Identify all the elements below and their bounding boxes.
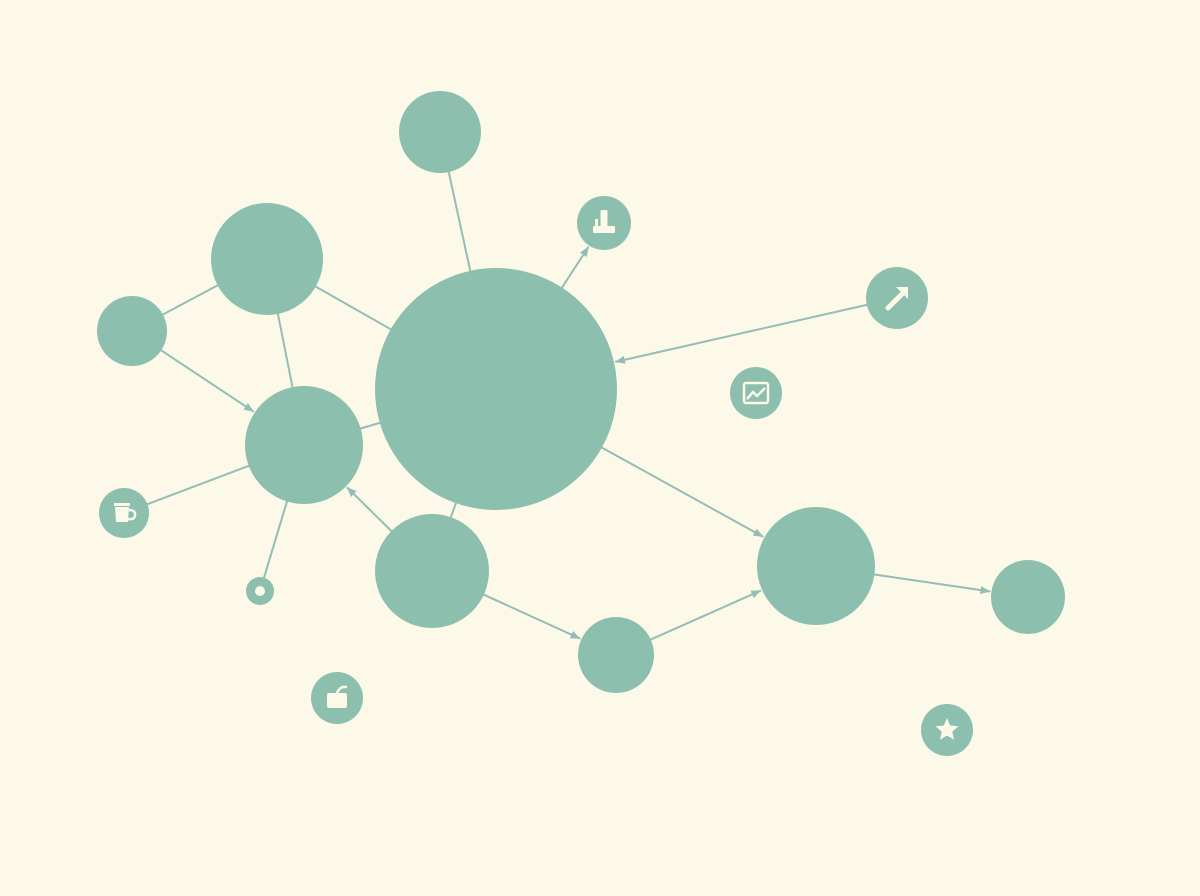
node-right: [757, 507, 875, 625]
node-top: [399, 91, 481, 173]
edge-top-to-hub: [447, 171, 472, 272]
node-hub: [375, 268, 617, 510]
edges-layer: [146, 171, 991, 641]
edge-left-middle-to-ring: [263, 500, 288, 579]
edge-bottom-center-to-right: [649, 589, 762, 641]
icon-badge-bag[interactable]: [311, 672, 363, 724]
icon-badge-arrow[interactable]: [866, 267, 928, 329]
edge-upper-left-to-left-middle: [276, 312, 294, 389]
arrow-up-right-icon: [885, 287, 908, 311]
icons-layer: [99, 196, 973, 756]
icon-badge-box[interactable]: [577, 196, 631, 250]
edge-right-to-far-right: [873, 573, 991, 595]
node-far-left: [97, 296, 167, 366]
edge-hub-to-box: [560, 246, 590, 289]
box-icon: [593, 210, 615, 233]
edge-far-left-to-left-middle: [160, 349, 255, 413]
star-icon: [935, 718, 959, 740]
edge-hub-to-left-middle: [359, 421, 381, 430]
node-bottom-middle: [375, 514, 489, 628]
node-upper-left: [211, 203, 323, 315]
node-bottom-center: [578, 617, 654, 693]
node-ring: [246, 577, 274, 605]
edge-cup-to-left-middle: [146, 464, 250, 506]
icon-badge-bg: [730, 367, 782, 419]
ring-hole: [255, 586, 265, 596]
node-far-right: [991, 560, 1065, 634]
nodes-layer: [97, 91, 1065, 693]
icon-badge-cup[interactable]: [99, 488, 149, 538]
edge-arrow-to-hub: [614, 303, 868, 364]
edge-far-left-to-upper-left: [161, 284, 219, 316]
icon-badge-star[interactable]: [921, 704, 973, 756]
cup-icon: [114, 503, 137, 522]
bag-icon: [327, 685, 348, 708]
edge-hub-to-right: [600, 446, 764, 538]
icon-badge-chart[interactable]: [730, 367, 782, 419]
edge-bottom-middle-to-bottom-center: [482, 593, 581, 640]
line-chart-icon: [742, 381, 770, 405]
edge-bottom-middle-to-left-middle: [346, 486, 393, 533]
edge-upper-left-to-hub: [314, 285, 392, 331]
edge-bottom-middle-to-hub: [449, 502, 457, 519]
node-left-middle: [245, 386, 363, 504]
